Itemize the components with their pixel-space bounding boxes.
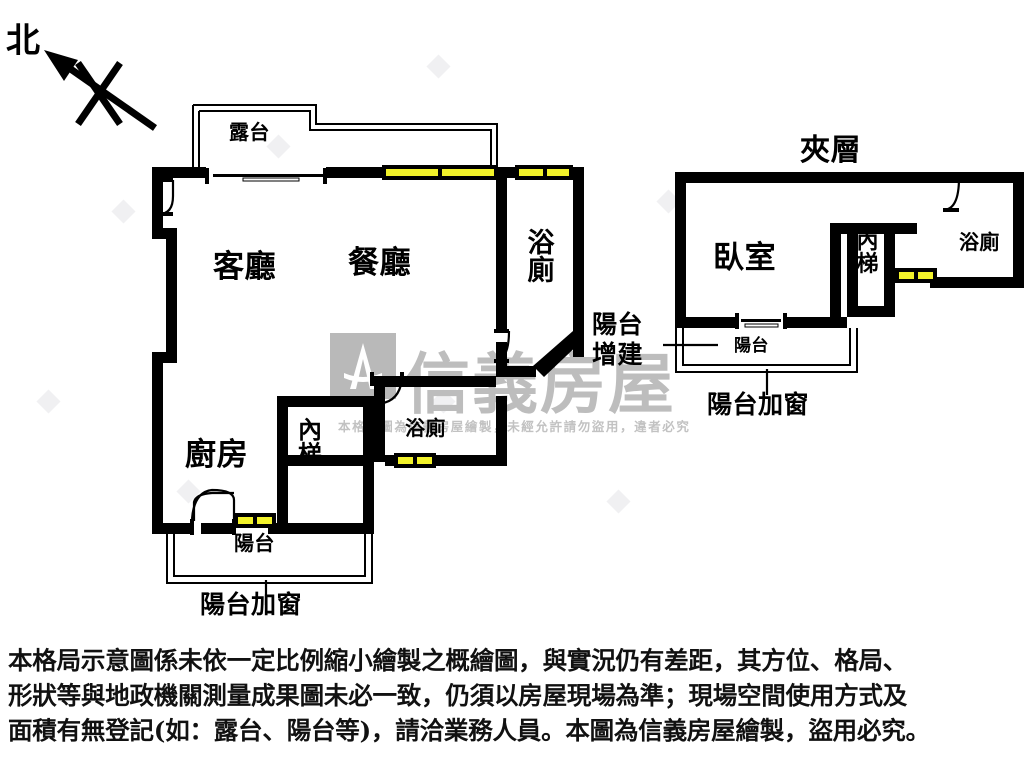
terrace-outline <box>192 104 498 172</box>
room-label-balcony-mezz: 陽台 <box>734 336 769 356</box>
room-label-dining: 餐廳 <box>348 245 412 281</box>
bath-upper-diagonal-wall <box>533 331 584 377</box>
room-label-bath-mezz: 浴廁 <box>959 230 1000 254</box>
disclaimer-line-1: 本格局示意圖係未依一定比例縮小繪製之概繪圖，與實況仍有差距，其方位、格局、 <box>8 646 908 675</box>
balcony-main-outline <box>166 533 373 584</box>
mezzanine-title: 夾層 <box>800 133 862 168</box>
disclaimer-text: 本格局示意圖係未依一定比例縮小繪製之概繪圖，與實況仍有差距，其方位、格局、 形狀… <box>8 644 1018 748</box>
bath-upper-door <box>493 329 511 363</box>
annotation-balcony-addition-line2: 增建 <box>592 339 644 369</box>
disclaimer-line-2: 形狀等與地政機關測量成果圖未必一致，仍須以房屋現場為準；現場空間使用方式及 <box>8 680 908 710</box>
north-label: 北 <box>6 21 41 61</box>
room-label-balcony-main: 陽台 <box>234 531 275 555</box>
room-label-kitchen: 廚房 <box>185 437 249 473</box>
bath-lower-walls <box>374 376 507 466</box>
annotation-balcony-addition-line1: 陽台 <box>592 310 644 339</box>
window-kitchen-balcony <box>234 513 276 528</box>
room-label-living: 客廳 <box>213 249 277 285</box>
annotation-balcony-window-main: 陽台加窗 <box>200 590 303 619</box>
room-label-bath-upper: 浴廁 <box>522 228 554 284</box>
disclaimer-line-3: 面積有無登記(如：露台、陽台等)，請洽業務人員。本圖為信義房屋繪製，盜用必究。 <box>8 715 930 745</box>
mezzanine-balcony-door-marks <box>735 313 787 329</box>
room-label-bath-lower: 浴廁 <box>405 416 446 440</box>
north-arrow-icon <box>44 50 158 131</box>
window-dining-top <box>382 165 498 180</box>
window-bath-lower <box>394 453 436 468</box>
annotation-balcony-addition: 陽台 增建 <box>592 310 643 369</box>
room-label-inner-stair-main: 內梯 <box>293 417 323 466</box>
terrace-door-marks <box>205 168 327 184</box>
main-unit-walls <box>152 167 584 534</box>
entry-door <box>158 178 175 216</box>
annotation-balcony-window-mezz: 陽台加窗 <box>707 390 810 419</box>
room-label-terrace: 露台 <box>229 120 270 144</box>
bath-lower-door <box>370 372 404 406</box>
window-mezzanine-stair <box>895 268 937 283</box>
inner-stair-walls <box>277 396 374 534</box>
room-label-inner-stair-mezz: 內梯 <box>852 229 879 274</box>
room-label-bedroom: 臥室 <box>713 240 777 276</box>
mezzanine-walls <box>675 172 1024 328</box>
window-bath-top <box>515 165 573 180</box>
mezzanine-bath-door <box>942 176 961 212</box>
